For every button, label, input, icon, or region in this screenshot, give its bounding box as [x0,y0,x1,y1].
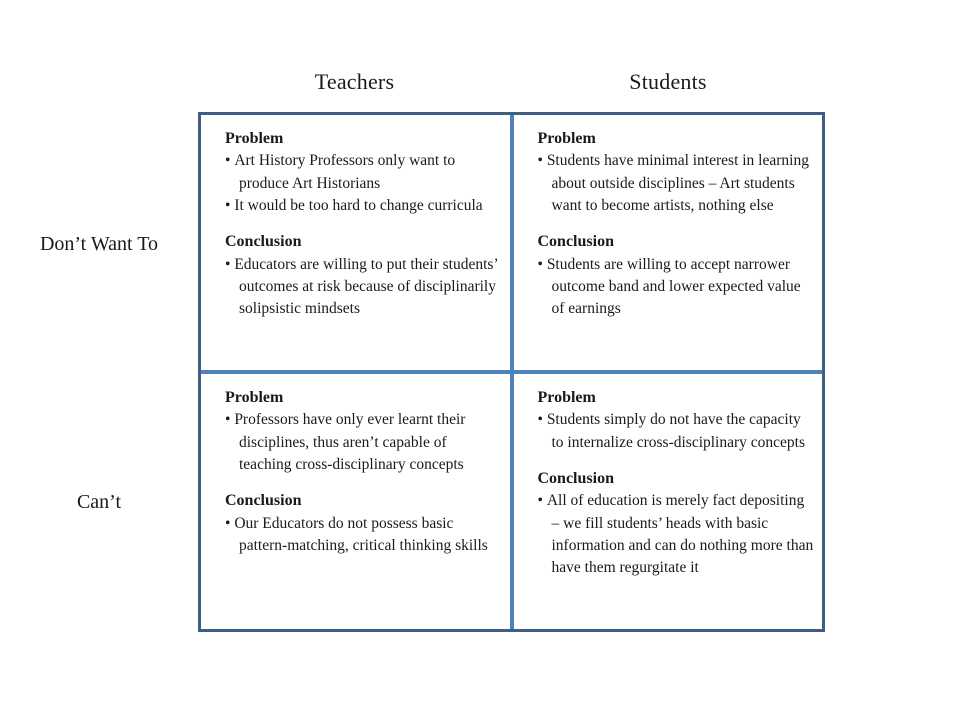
problem-heading: Problem [537,389,596,406]
bullet-item: Students simply do not have the capacity… [538,409,815,454]
quadrant-students-cant: Problem Students simply do not have the … [513,374,822,629]
bullet-item: Art History Professors only want to prod… [225,150,502,195]
conclusion-bullet-list: All of education is merely fact depositi… [538,490,815,579]
column-header-students: Students [629,69,707,94]
problem-bullet-list: Students have minimal interest in learni… [538,150,815,217]
conclusion-bullet-list: Students are willing to accept narrower … [538,254,815,321]
bullet-item: It would be too hard to change curricula [225,195,502,217]
quadrant-teachers-dont-want-to: Problem Art History Professors only want… [201,115,510,370]
problem-heading: Problem [225,389,284,406]
quadrant-teachers-cant: Problem Professors have only ever learnt… [201,374,510,629]
problem-bullet-list: Professors have only ever learnt their d… [225,409,502,476]
problem-heading: Problem [537,130,596,147]
problem-bullet-list: Students simply do not have the capacity… [538,409,815,454]
bullet-item: Our Educators do not possess basic patte… [225,513,502,558]
bullet-item: Educators are willing to put their stude… [225,254,502,321]
conclusion-heading: Conclusion [225,233,302,251]
bullet-item: Students have minimal interest in learni… [538,150,815,217]
bullet-item: All of education is merely fact depositi… [538,490,815,579]
conclusion-bullet-list: Educators are willing to put their stude… [225,254,502,321]
two-by-two-matrix: Problem Art History Professors only want… [198,112,825,632]
conclusion-bullet-list: Our Educators do not possess basic patte… [225,513,502,558]
column-header-teachers: Teachers [314,69,395,94]
quadrant-students-dont-want-to: Problem Students have minimal interest i… [513,115,822,370]
bullet-item: Professors have only ever learnt their d… [225,409,502,476]
problem-bullet-list: Art History Professors only want to prod… [225,150,502,217]
row-label-cant: Can’t [76,491,122,513]
conclusion-heading: Conclusion [225,492,302,510]
bullet-item: Students are willing to accept narrower … [538,254,815,321]
problem-heading: Problem [225,130,284,147]
row-label-dont-want-to: Don’t Want To [39,233,159,255]
conclusion-heading: Conclusion [537,470,614,488]
conclusion-heading: Conclusion [537,233,614,251]
